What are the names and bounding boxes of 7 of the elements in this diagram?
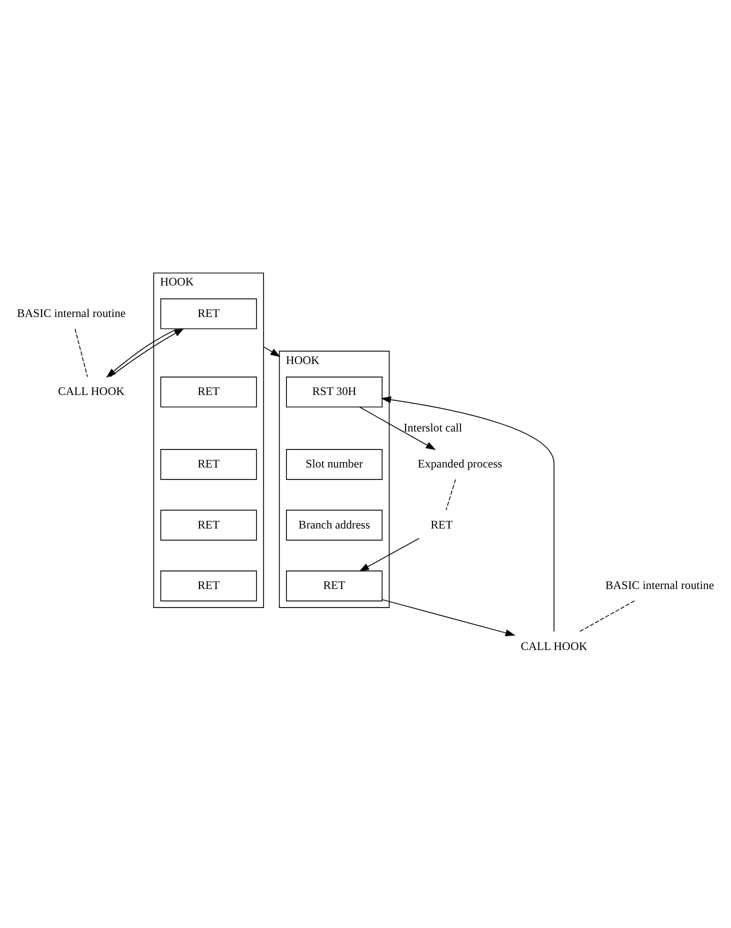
edge-label: Interslot call (404, 421, 462, 434)
node-text: Expanded process (418, 457, 502, 470)
node-text: CALL HOOK (520, 640, 588, 653)
node-text: CALL HOOK (58, 385, 125, 398)
node-text: RET (430, 518, 453, 532)
node-text: BASIC internal routine (16, 306, 126, 320)
node-text: BASIC internal routine (605, 579, 714, 592)
